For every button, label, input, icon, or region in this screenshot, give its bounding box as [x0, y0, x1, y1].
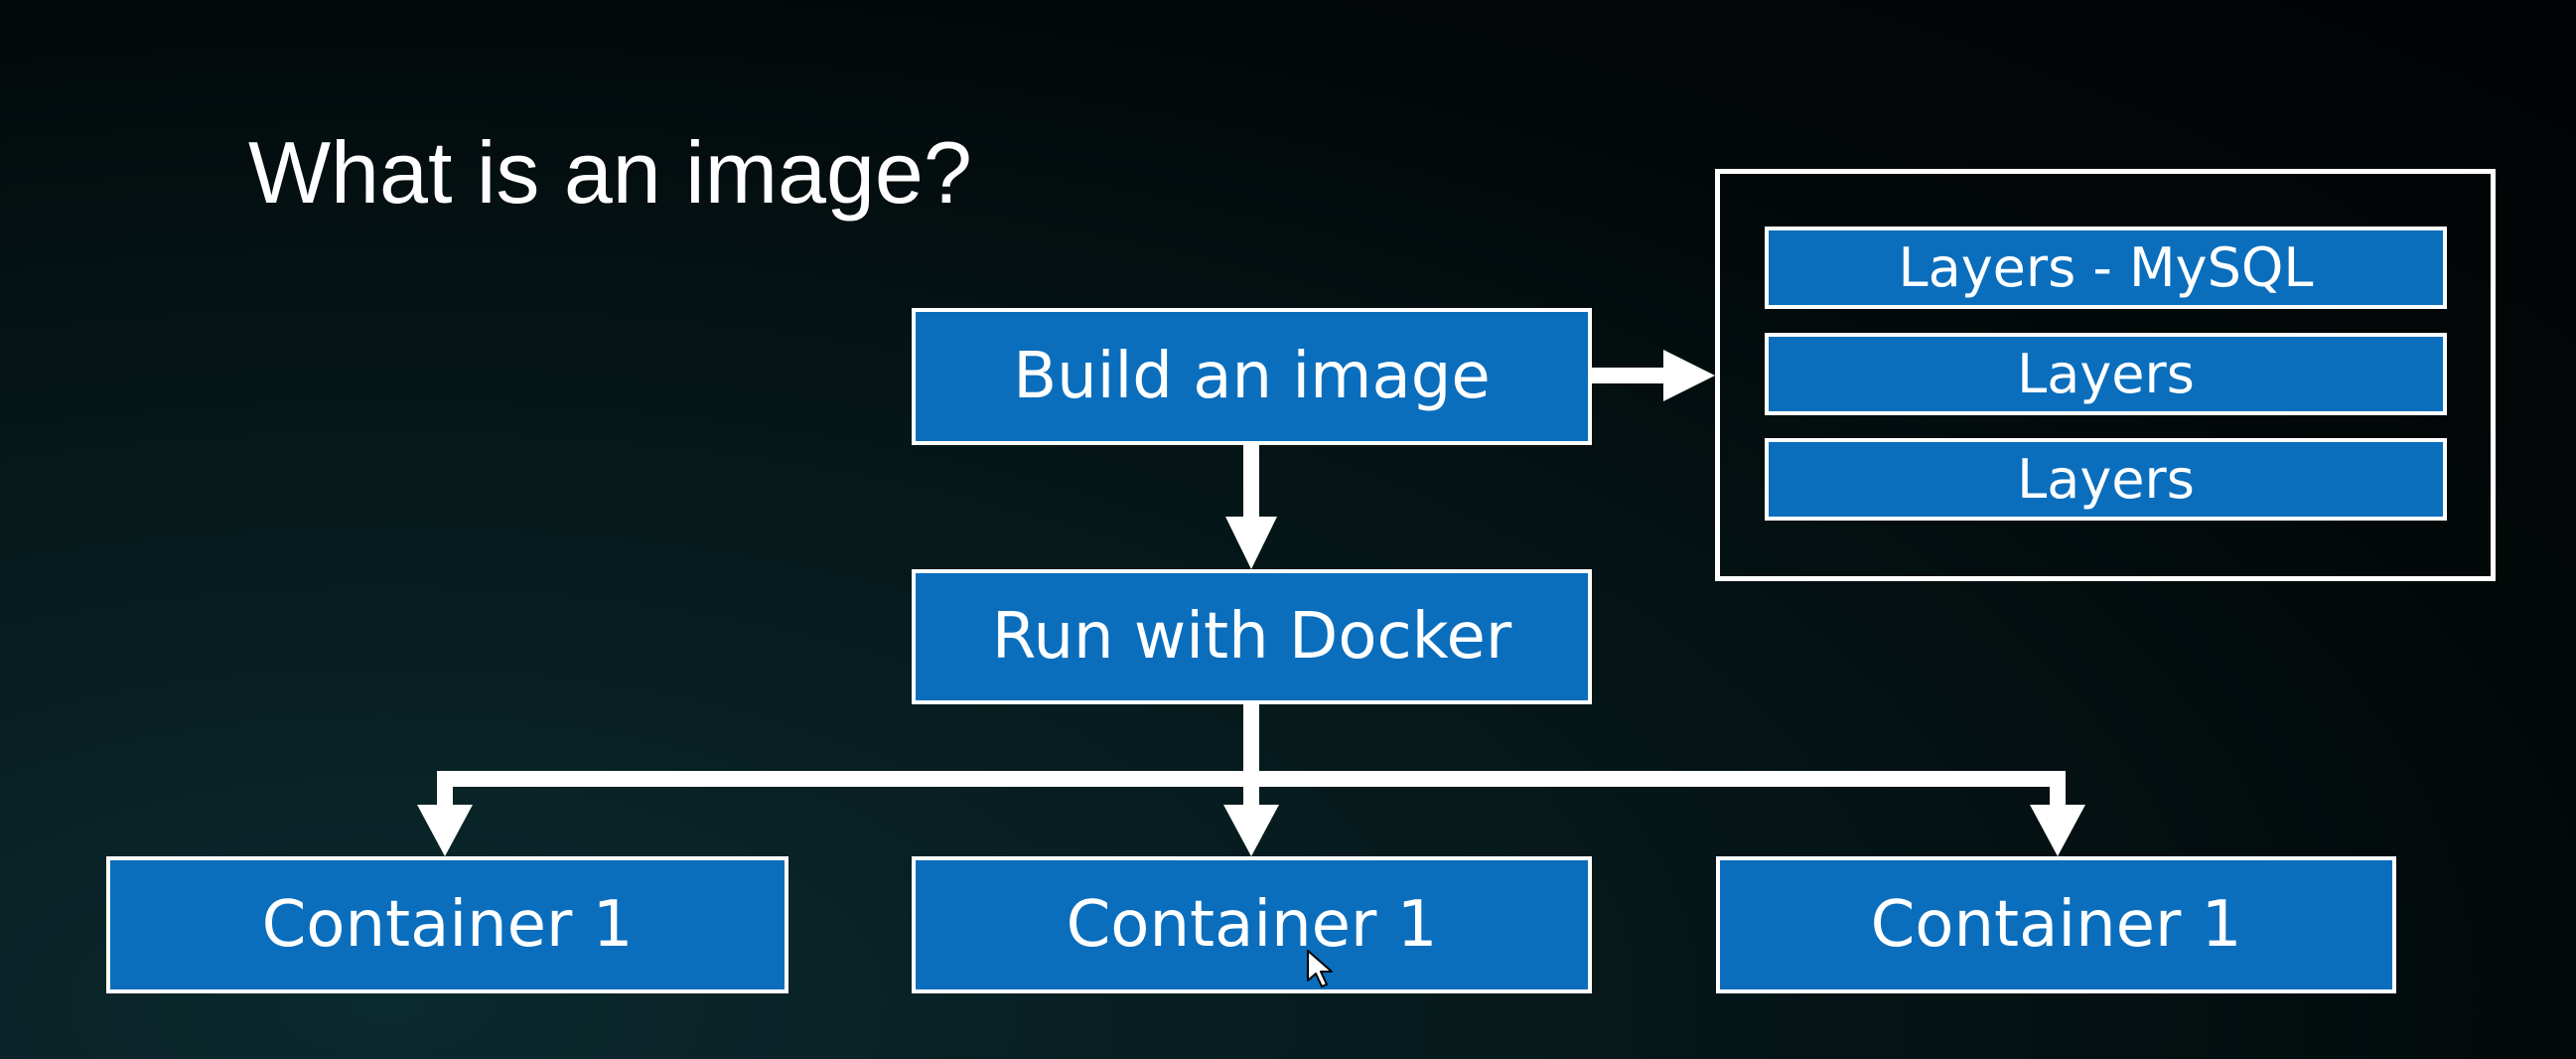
arrow-center-branch-shaft [1243, 771, 1259, 809]
container-box-right: Container 1 [1716, 856, 2396, 993]
arrow-left-branch-head [417, 805, 473, 856]
container-box-center: Container 1 [912, 856, 1592, 993]
arrow-right-branch-head [2030, 805, 2085, 856]
arrow-build-to-run-head [1225, 517, 1277, 569]
arrow-run-stem [1243, 703, 1259, 785]
arrow-build-to-run-shaft [1243, 444, 1259, 524]
layer-mysql: Layers - MySQL [1765, 227, 2447, 309]
arrow-left-branch-shaft [437, 771, 453, 809]
layer-2: Layers [1765, 333, 2447, 415]
run-with-docker-box: Run with Docker [912, 569, 1592, 704]
arrow-build-to-layers-head [1663, 350, 1715, 401]
container-box-left: Container 1 [106, 856, 788, 993]
mouse-pointer-icon [1307, 950, 1333, 987]
arrow-build-to-layers-shaft [1591, 368, 1670, 383]
slide-title: What is an image? [248, 123, 972, 222]
arrow-center-branch-head [1223, 805, 1279, 856]
layer-3: Layers [1765, 438, 2447, 521]
layers-frame [1715, 169, 2496, 581]
build-image-box: Build an image [912, 308, 1592, 445]
arrow-right-branch-shaft [2050, 771, 2066, 809]
